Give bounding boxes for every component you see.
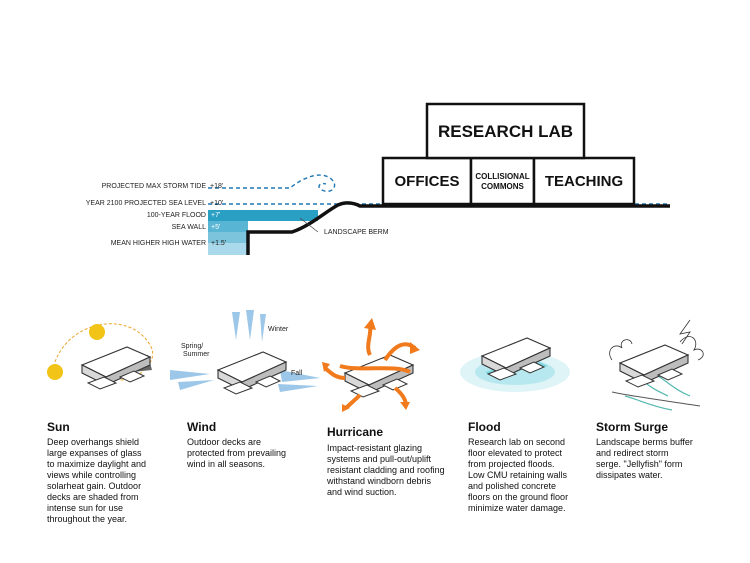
- level-mhhw-value: +1.5': [211, 240, 227, 247]
- ground-profile: [246, 201, 670, 255]
- landscape-berm-label: LANDSCAPE BERM: [324, 229, 389, 236]
- sun-title: Sun: [47, 420, 70, 434]
- offices-label: OFFICES: [394, 173, 460, 190]
- wind-icon: [170, 310, 320, 395]
- sun-text-line: decks are shaded from: [47, 492, 139, 502]
- sea-wall-band: [208, 221, 248, 232]
- level-year-2100-value: +10': [210, 200, 224, 207]
- wind-text-line: Outdoor decks are: [187, 437, 262, 447]
- level-max-storm-tide-value: +18': [210, 183, 224, 190]
- flood-text-line: floors on the ground floor: [468, 492, 569, 502]
- site-section-drawing: [208, 102, 670, 255]
- sun-text-line: to maximize daylight and: [47, 459, 147, 469]
- storm-surge-title: Storm Surge: [596, 420, 669, 434]
- flood-description: Research lab on second floor elevated to…: [468, 437, 598, 514]
- flood-100-band: [208, 210, 318, 221]
- storm-surge-text-line: Landscape berms buffer: [596, 437, 693, 447]
- level-sea-wall-value: +5': [211, 224, 221, 231]
- storm-surge-icon: [609, 319, 704, 411]
- collisional-label-line1: COLLISIONAL: [475, 172, 530, 181]
- storm-surge-text-line: and redirect storm: [596, 448, 669, 458]
- research-lab-block: [425, 102, 586, 160]
- sun-text-line: throughout the year.: [47, 514, 128, 524]
- climate-icons-row: [47, 310, 704, 412]
- flood-icon: [460, 337, 570, 392]
- hurricane-description: Impact-resistant glazing systems and pul…: [327, 443, 462, 498]
- flood-text-line: Research lab on second: [468, 437, 566, 447]
- collisional-commons-block: [469, 156, 536, 206]
- sun-text-line: solarheat gain. Outdoor: [47, 481, 142, 491]
- flood-text-line: from projected floods.: [468, 459, 555, 469]
- flood-text-line: floor elevated to protect: [468, 448, 563, 458]
- wind-spring-summer-label-1: Spring/: [181, 343, 204, 350]
- hurricane-text-line: Impact-resistant glazing: [327, 443, 423, 453]
- level-flood-100-value: +7': [211, 212, 221, 219]
- storm-surge-text-line: dissipates water.: [596, 470, 663, 480]
- storm-surge-description: Landscape berms buffer and redirect stor…: [596, 437, 721, 481]
- wind-winter-label: Winter: [268, 326, 289, 333]
- hurricane-text-line: resistant cladding and roofing: [327, 465, 445, 475]
- hurricane-title: Hurricane: [327, 425, 384, 439]
- water-band-mid: [208, 232, 248, 243]
- collisional-label-line2: COMMONS: [481, 182, 524, 191]
- sun-text-line: views while controlling: [47, 470, 137, 480]
- research-lab-label: RESEARCH LAB: [437, 122, 574, 141]
- wind-spring-summer-label-2: Summer: [183, 351, 210, 358]
- hurricane-text-line: systems and pull-out/uplift: [327, 454, 432, 464]
- sun-text-line: large expanses of glass: [47, 448, 142, 458]
- sun-text-line: intense sun for use: [47, 503, 124, 513]
- mhhw-band: [208, 243, 248, 255]
- storm-tide-wave: [208, 174, 336, 192]
- wind-title: Wind: [187, 420, 217, 434]
- hurricane-icon: [322, 318, 420, 412]
- wind-text-line: wind in all seasons.: [187, 459, 266, 469]
- wind-description: Outdoor decks are protected from prevail…: [187, 437, 317, 470]
- wind-fall-label: Fall: [291, 370, 303, 377]
- hurricane-text-line: and wind suction.: [327, 487, 397, 497]
- wind-text-line: protected from prevailing: [187, 448, 287, 458]
- hurricane-text-line: withstand windborn debris: [327, 476, 432, 486]
- sun-description: Deep overhangs shield large expanses of …: [47, 437, 177, 525]
- offices-block: [381, 156, 473, 206]
- sun-text-line: Deep overhangs shield: [47, 437, 140, 447]
- teaching-label: TEACHING: [544, 173, 624, 190]
- flood-text-line: minimize water damage.: [468, 503, 566, 513]
- flood-title: Flood: [468, 420, 501, 434]
- berm-leader-line: [299, 217, 319, 233]
- flood-text-line: Low CMU retaining walls: [468, 470, 568, 480]
- storm-surge-text-line: serge. "Jellyfish" form: [596, 459, 683, 469]
- sun-icon: [47, 323, 154, 390]
- flood-text-line: and polished concrete: [468, 481, 557, 491]
